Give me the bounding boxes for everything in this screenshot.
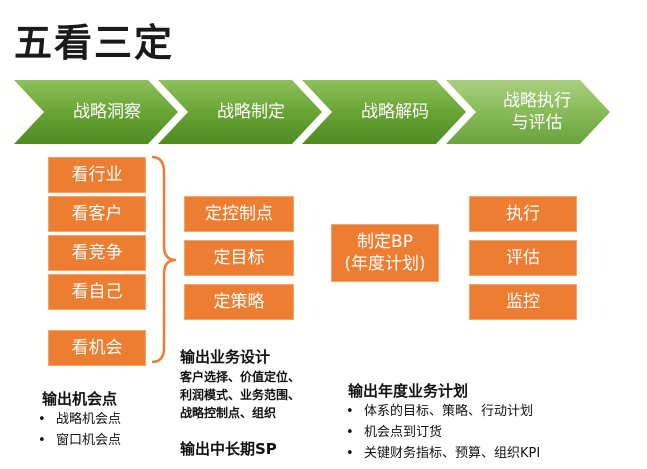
output-annual-heading: 输出年度业务计划 (348, 382, 469, 400)
output-business-line: 利润模式、业务范围、 (180, 388, 301, 402)
bullet-icon: • (38, 412, 46, 427)
define-target-box: 定目标 (184, 240, 294, 276)
evaluate-box: 评估 (469, 240, 577, 276)
monitor-box: 监控 (469, 284, 577, 320)
output-annual-bullet: •关键财务指标、预算、组织KPI (346, 444, 540, 464)
stage-label-2: 战略制定 (217, 102, 285, 122)
stage-label-1: 战略洞察 (73, 102, 141, 122)
define-strategy-box: 定策略 (184, 284, 294, 320)
output-sp-heading: 输出中长期SP (180, 440, 277, 458)
output-business-line: 战略控制点、组织 (180, 406, 277, 420)
look-opportunity-box: 看机会 (48, 330, 146, 366)
look-industry-box: 看行业 (48, 157, 146, 193)
brace-connector (151, 155, 177, 364)
output-opportunity-heading: 输出机会点 (42, 390, 118, 408)
stage-chevron-2 (158, 80, 322, 144)
output-business-line: 客户选择、价值定位、 (180, 370, 301, 384)
output-annual-bullet: •机会点到订货 (346, 423, 442, 443)
page-title: 五看三定 (14, 21, 175, 65)
output-opportunity-bullet: •战略机会点 (38, 410, 121, 430)
bullet-icon: • (346, 425, 354, 440)
stage-chevron-4 (446, 80, 610, 144)
execute-box: 执行 (469, 196, 577, 232)
output-opportunity-bullet: •窗口机会点 (38, 431, 121, 451)
stage-chevron-1 (14, 80, 178, 144)
bullet-icon: • (346, 404, 354, 419)
look-competition-box: 看竞争 (48, 235, 146, 271)
stage-chevron-3 (302, 80, 466, 144)
stage-label-3: 战略解码 (361, 102, 429, 122)
stage-label-4: 战略执行 与评估 (503, 91, 571, 133)
look-customer-box: 看客户 (48, 196, 146, 232)
decode-bp-box: 制定BP (年度计划) (331, 224, 439, 282)
bullet-icon: • (346, 446, 354, 461)
output-business-heading: 输出业务设计 (180, 348, 271, 366)
output-annual-bullet: •体系的目标、策略、行动计划 (346, 402, 533, 422)
bullet-icon: • (38, 433, 46, 448)
look-self-box: 看自己 (48, 274, 146, 310)
define-control-point-box: 定控制点 (184, 196, 294, 232)
